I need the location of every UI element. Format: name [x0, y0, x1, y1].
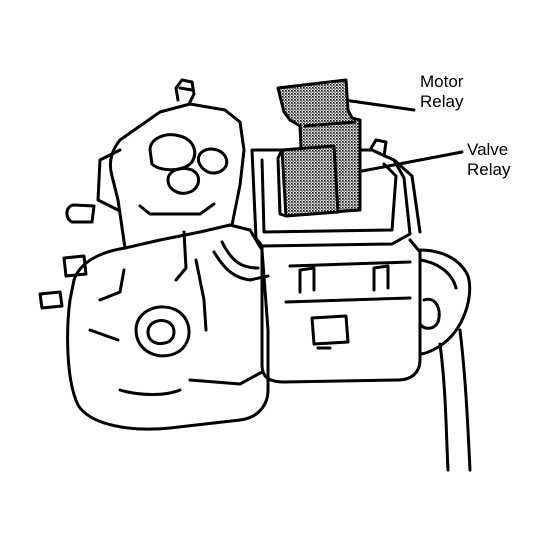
pump-motor	[260, 238, 472, 472]
motor-relay-label: Motor Relay	[420, 72, 463, 112]
valve-relay-label: Valve Relay	[467, 140, 510, 180]
valve-relay-label-line1: Valve	[467, 140, 509, 159]
valve-relay-component	[276, 144, 340, 218]
motor-relay-label-line1: Motor	[420, 72, 464, 91]
valve-relay-label-line2: Relay	[467, 160, 511, 179]
hydraulic-block	[38, 78, 270, 431]
motor-relay-leader	[342, 98, 416, 112]
motor-relay-label-line2: Relay	[420, 92, 464, 111]
